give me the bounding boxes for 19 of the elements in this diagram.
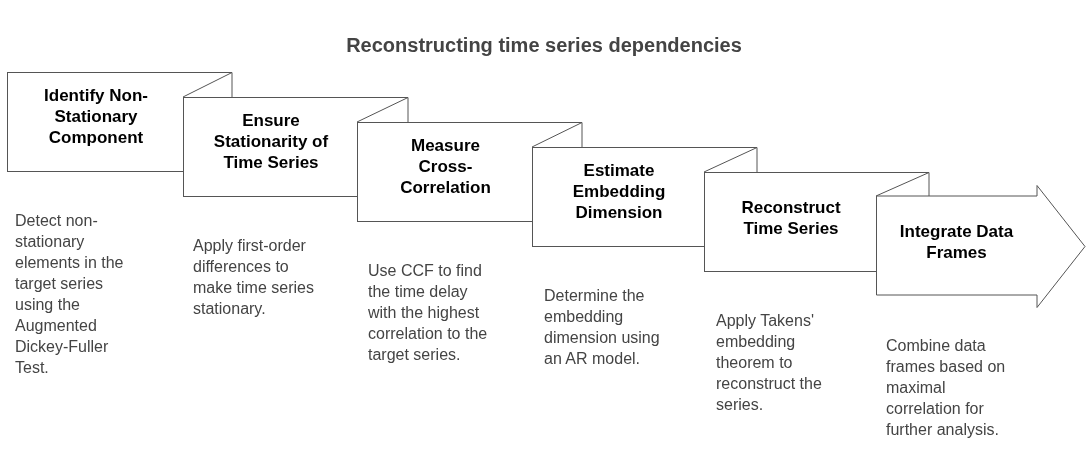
step-description: Determine the embedding dimension using an AR model.: [544, 286, 661, 369]
step-description: Use CCF to find the time delay with the highest correlation to the target series.: [368, 261, 489, 365]
step-box: [183, 97, 358, 197]
step-title: Ensure Stationarity of Time Series: [212, 110, 330, 173]
step-box: [532, 147, 705, 247]
step-title: Reconstruct Time Series: [740, 197, 842, 239]
step-description: Detect non-stationary elements in the target series using the Augmented Dickey-Fuller Test.: [15, 211, 125, 378]
step-title: Integrate Data Frames: [898, 221, 1015, 263]
diagram-title: Reconstructing time series dependencies: [345, 34, 743, 57]
step-box: [357, 122, 533, 222]
step-title: Measure Cross-Correlation: [399, 135, 492, 198]
step-box: [704, 172, 877, 272]
step-description: Combine data frames based on maximal correlation for further analysis.: [886, 336, 1007, 440]
step-title: Identify Non-Stationary Component: [43, 85, 149, 148]
arrow-shape: [876, 185, 1086, 308]
step-description: Apply first-order differences to make time series stationary.: [193, 236, 315, 319]
step-box: [7, 72, 184, 172]
step-description: Apply Takens' embedding theorem to reconstruct the series.: [716, 311, 823, 415]
step-title: Estimate Embedding Dimension: [571, 160, 667, 223]
